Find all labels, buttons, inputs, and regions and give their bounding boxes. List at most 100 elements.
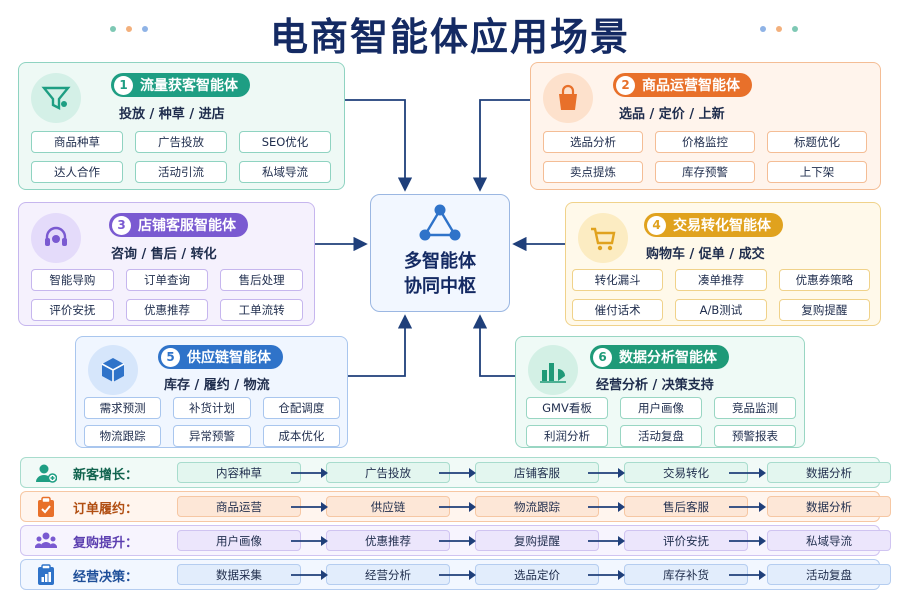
flow-step[interactable]: 数据采集	[177, 564, 301, 585]
chip[interactable]: 复购提醒	[778, 299, 870, 321]
flow-label: 新客增长：	[73, 468, 139, 483]
flow-arrow-icon	[729, 536, 766, 546]
connector-panel-6	[472, 314, 515, 377]
chip[interactable]: 活动引流	[135, 161, 227, 183]
panel-4-subtitle: 购物车 / 促单 / 成交	[646, 247, 765, 262]
panel-4-title: 交易转化智能体	[673, 218, 771, 234]
flow-step[interactable]: 活动复盘	[767, 564, 891, 585]
flow-step[interactable]: 库存补货	[624, 564, 748, 585]
panel-3-title: 店铺客服智能体	[138, 218, 236, 234]
panel-data-analysis: 6 数据分析智能体 经营分析 / 决策支持 GMV看板 用户画像 竞品监测 利润…	[515, 336, 805, 448]
chip[interactable]: 异常预警	[173, 425, 251, 447]
chip[interactable]: 需求预测	[84, 397, 162, 419]
flow-step[interactable]: 物流跟踪	[475, 496, 599, 517]
panel-6-chips: GMV看板 用户画像 竞品监测 利润分析 活动复盘 预警报表	[526, 397, 796, 447]
clipboard-check-icon	[38, 496, 54, 517]
panel-6-title: 数据分析智能体	[619, 350, 717, 366]
flow-step[interactable]: 售后客服	[624, 496, 748, 517]
panel-1-header: 1 流量获客智能体	[111, 73, 250, 97]
chip[interactable]: 卖点提炼	[543, 161, 643, 183]
chip[interactable]: 选品分析	[543, 131, 643, 153]
chip[interactable]: 预警报表	[714, 425, 796, 447]
chip[interactable]: 利润分析	[526, 425, 608, 447]
flow-step[interactable]: 商品运营	[177, 496, 301, 517]
chip[interactable]: 订单查询	[125, 269, 209, 291]
panel-6-header: 6 数据分析智能体	[590, 345, 729, 369]
chip[interactable]: 优惠推荐	[125, 299, 209, 321]
chip[interactable]: 仓配调度	[262, 397, 340, 419]
package-box-icon	[88, 345, 138, 395]
flow-step[interactable]: 供应链	[326, 496, 450, 517]
flow-step[interactable]: 数据分析	[767, 496, 891, 517]
chip[interactable]: 库存预警	[655, 161, 755, 183]
panel-6-subtitle: 经营分析 / 决策支持	[596, 378, 714, 393]
flow-step[interactable]: 评价安抚	[624, 530, 748, 551]
flow-arrow-icon	[291, 536, 328, 546]
user-add-icon	[36, 464, 57, 483]
chip[interactable]: 竞品监测	[714, 397, 796, 419]
panel-4-number: 4	[647, 215, 666, 235]
flow-step[interactable]: 店铺客服	[475, 462, 599, 483]
flow-arrow-icon	[729, 502, 766, 512]
chip[interactable]: 智能导购	[31, 269, 114, 291]
chip[interactable]: 成本优化	[262, 425, 340, 447]
flow-step[interactable]: 广告投放	[326, 462, 450, 483]
chip[interactable]: 上下架	[767, 161, 867, 183]
flow-step[interactable]: 数据分析	[767, 462, 891, 483]
chip[interactable]: 转化漏斗	[572, 269, 664, 291]
decorative-dots-left	[110, 26, 148, 32]
chip[interactable]: 价格监控	[655, 131, 755, 153]
chip[interactable]: 评价安抚	[31, 299, 114, 321]
bar-chart-icon	[528, 345, 578, 395]
panel-transaction-conversion: 4 交易转化智能体 购物车 / 促单 / 成交 转化漏斗 凑单推荐 优惠券策略 …	[565, 202, 881, 326]
shopping-cart-icon	[578, 213, 628, 263]
chip[interactable]: 工单流转	[220, 299, 303, 321]
connector-panel-5	[348, 314, 413, 377]
chip[interactable]: GMV看板	[526, 397, 608, 419]
flow-arrow-icon	[588, 502, 625, 512]
chip[interactable]: SEO优化	[239, 131, 331, 153]
chip[interactable]: 物流跟踪	[84, 425, 162, 447]
page-title: 电商智能体应用场景	[269, 15, 630, 59]
flow-step[interactable]: 私域导流	[767, 530, 891, 551]
flow-arrow-icon	[729, 570, 766, 580]
chip[interactable]: 商品种草	[31, 131, 123, 153]
flow-arrow-icon	[588, 570, 625, 580]
chip[interactable]: 活动复盘	[620, 425, 702, 447]
chip[interactable]: 催付话术	[572, 299, 664, 321]
chip[interactable]: 售后处理	[220, 269, 303, 291]
flow-arrow-icon	[729, 468, 766, 478]
panel-2-chips: 选品分析 价格监控 标题优化 卖点提炼 库存预警 上下架	[543, 131, 867, 183]
network-triangle-icon	[419, 204, 461, 241]
chip[interactable]: A/B测试	[675, 299, 767, 321]
flow-row-order-fulfillment: 订单履约： 商品运营 供应链 物流跟踪 售后客服 数据分析	[20, 491, 891, 522]
panel-5-header: 5 供应链智能体	[158, 345, 283, 369]
chip[interactable]: 达人合作	[31, 161, 123, 183]
flow-step[interactable]: 选品定价	[475, 564, 599, 585]
flow-arrow-icon	[588, 536, 625, 546]
chip[interactable]: 补货计划	[173, 397, 251, 419]
chip[interactable]: 标题优化	[767, 131, 867, 153]
chip[interactable]: 优惠券策略	[778, 269, 870, 291]
headset-icon	[31, 213, 81, 263]
flow-arrow-icon	[439, 570, 476, 580]
flow-step[interactable]: 复购提醒	[475, 530, 599, 551]
hub-title-line-1: 多智能体	[404, 251, 476, 272]
panel-2-number: 2	[616, 75, 635, 95]
panel-4-header: 4 交易转化智能体	[644, 213, 783, 237]
panel-3-number: 3	[112, 215, 131, 235]
flow-step[interactable]: 用户画像	[177, 530, 301, 551]
flow-arrow-icon	[291, 502, 328, 512]
flow-label: 经营决策：	[73, 570, 139, 585]
flow-step[interactable]: 优惠推荐	[326, 530, 450, 551]
flow-step[interactable]: 内容种草	[177, 462, 301, 483]
chip[interactable]: 凑单推荐	[675, 269, 767, 291]
chip[interactable]: 广告投放	[135, 131, 227, 153]
panel-5-subtitle: 库存 / 履约 / 物流	[164, 378, 270, 393]
flow-step[interactable]: 交易转化	[624, 462, 748, 483]
flow-step[interactable]: 经营分析	[326, 564, 450, 585]
chip[interactable]: 私域导流	[239, 161, 331, 183]
chip[interactable]: 用户画像	[620, 397, 702, 419]
funnel-person-icon	[31, 73, 81, 123]
panel-product-operations: 2 商品运营智能体 选品 / 定价 / 上新 选品分析 价格监控 标题优化 卖点…	[530, 62, 881, 190]
